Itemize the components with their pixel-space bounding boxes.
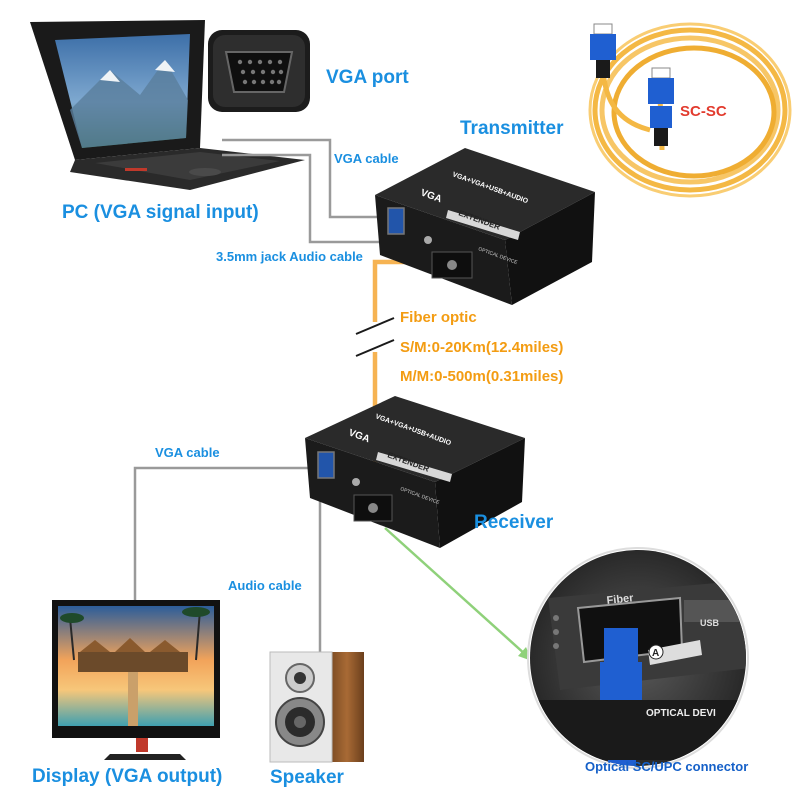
- zoom-fiber-text: Fiber: [606, 592, 635, 607]
- vga-port-label: VGA port: [326, 67, 409, 88]
- vga-cable-top: [222, 138, 420, 244]
- display-monitor: [52, 600, 220, 760]
- audio-cable-bottom-label: Audio cable: [228, 578, 302, 593]
- speaker-label: Speaker: [270, 767, 344, 788]
- transmitter-label: Transmitter: [460, 118, 564, 139]
- speaker: [269, 651, 364, 763]
- vga-cable-bottom-label: VGA cable: [155, 445, 220, 460]
- zoom-a-text: A: [652, 648, 659, 659]
- sc-sc-label: SC-SC: [680, 103, 727, 120]
- fiber-single-mode-label: S/M:0-20Km(12.4miles): [400, 339, 564, 356]
- sc-connector-top: [590, 23, 616, 78]
- audio-cable-top-label: 3.5mm jack Audio cable: [216, 249, 363, 264]
- zoom-optical-text: OPTICAL DEVI: [646, 708, 716, 719]
- connector-label: Optical SC/UPC connector: [585, 759, 749, 774]
- display-output-label: Display (VGA output): [32, 766, 223, 787]
- vga-cable-top-label: VGA cable: [334, 151, 399, 166]
- fiber-multi-mode-label: M/M:0-500m(0.31miles): [400, 368, 564, 385]
- sc-connector-middle: [648, 67, 674, 146]
- sc-upc-connector-closeup: [527, 547, 749, 769]
- fiber-break-marks: [355, 317, 395, 357]
- receiver-device: [305, 396, 525, 548]
- connector-pointer-arrow: [384, 527, 532, 661]
- vga-port-closeup: [208, 30, 310, 112]
- zoom-usb-text: USB: [700, 618, 720, 628]
- receiver-label: Receiver: [474, 512, 554, 533]
- laptop-pc: [30, 20, 305, 190]
- pc-input-label: PC (VGA signal input): [62, 202, 259, 223]
- transmitter-device: [375, 148, 595, 305]
- fiber-optic-label: Fiber optic: [400, 309, 477, 326]
